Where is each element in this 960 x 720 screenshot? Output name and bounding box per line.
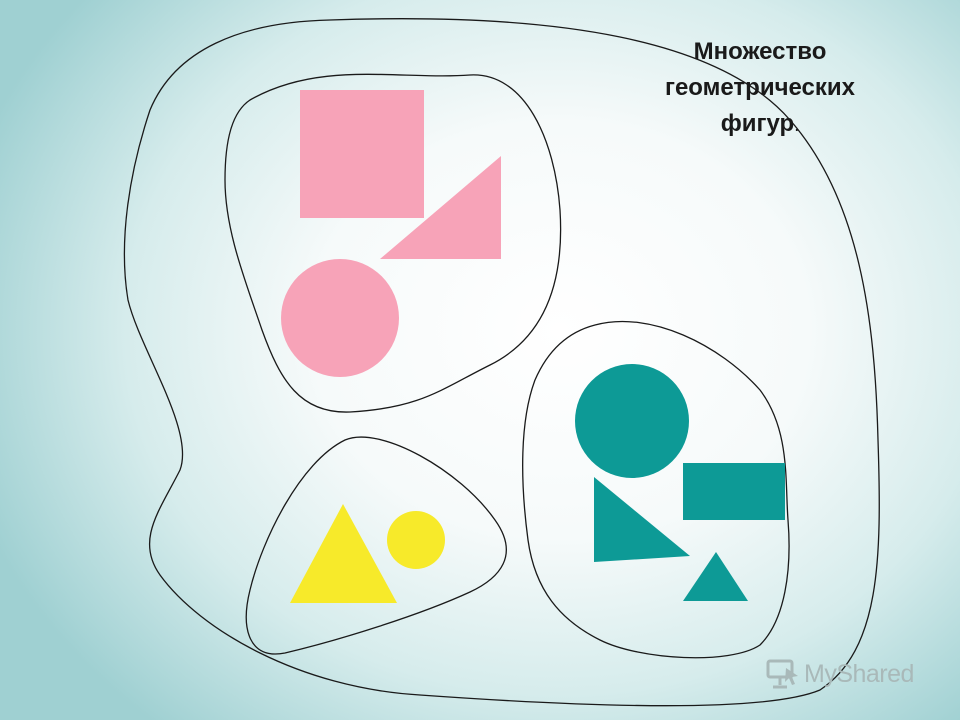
teal-circle <box>575 364 689 478</box>
mouse-presentation-icon <box>766 659 798 689</box>
pink-subset-outline <box>224 73 562 413</box>
title-period: . <box>794 115 800 135</box>
slide-title: Множество геометрических фигур. <box>610 34 910 143</box>
pink-right-triangle <box>380 156 501 259</box>
yellow-subset-outline <box>245 436 507 655</box>
watermark-text: MyShared <box>804 659 914 688</box>
teal-right-triangle <box>594 477 690 562</box>
title-line-3-text: фигур <box>720 110 795 137</box>
pink-circle <box>281 259 399 377</box>
title-line-2: геометрических <box>664 74 856 101</box>
title-line-1: Множество <box>693 38 827 65</box>
teal-small-triangle <box>683 552 748 601</box>
teal-subset-outline <box>522 320 790 659</box>
title-line-3: фигур. <box>610 106 910 143</box>
universal-set-outline <box>123 18 880 707</box>
teal-rectangle <box>683 463 785 520</box>
pink-square <box>300 90 424 218</box>
yellow-triangle <box>290 504 397 603</box>
watermark: MyShared <box>766 656 914 692</box>
yellow-circle <box>387 511 445 569</box>
